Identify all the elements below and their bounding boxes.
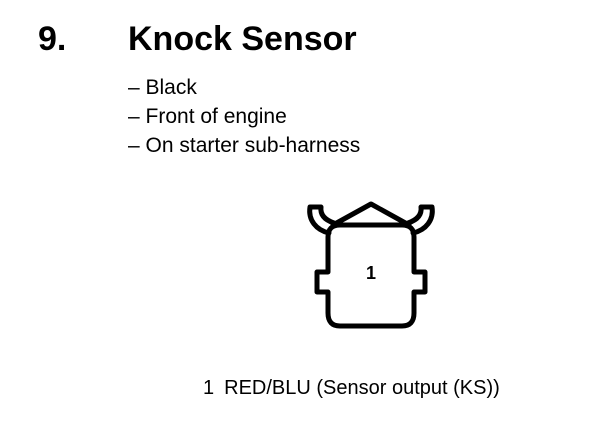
detail-location: – Front of engine [128,105,287,128]
connector-pin-1-label: 1 [366,263,376,283]
pinout-wire-color: RED/BLU [224,377,311,399]
connector-left-hook [307,204,337,236]
pinout-pin-number: 1 [203,377,215,399]
connector-housing [314,222,428,329]
connector-diagram: 1 [307,201,435,329]
component-details: – Black – Front of engine – On starter s… [128,73,360,160]
page-title: Knock Sensor [128,20,357,58]
pinout-row: 1 RED/BLU (Sensor output (KS)) [203,374,500,402]
connector-right-hook [405,204,435,236]
section-number: 9. [38,20,67,58]
detail-harness: – On starter sub-harness [128,134,361,157]
connector-lock-tab [330,201,412,228]
pinout-description: (Sensor output (KS)) [316,377,500,399]
detail-color: – Black [128,76,197,99]
